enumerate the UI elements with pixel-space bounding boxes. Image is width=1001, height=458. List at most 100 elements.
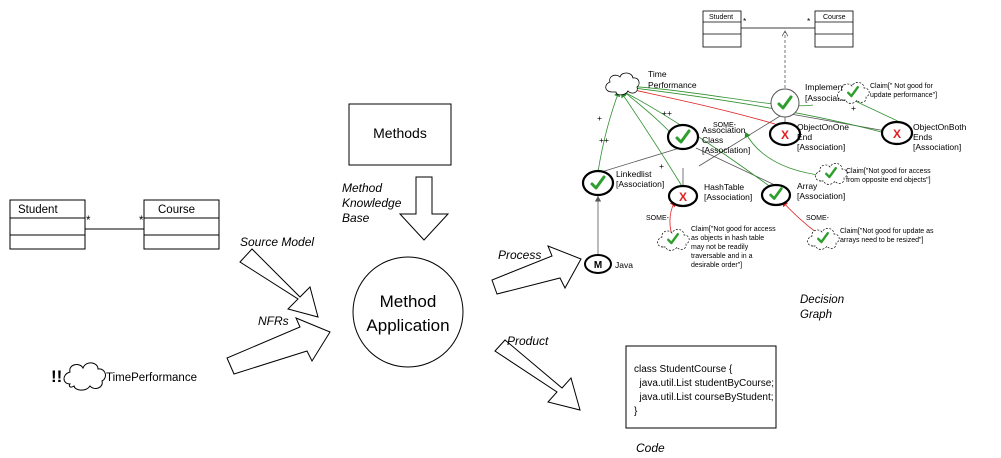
claim2-line-1: Claim["Not good for access (846, 168, 931, 175)
dg-student-class: Student (702, 10, 742, 48)
mkb-line-2: Knowledge (342, 196, 402, 210)
method-app-line-2: Application (366, 316, 449, 335)
code-line-3: java.util.List courseByStudent; (634, 392, 774, 403)
claim1-line-2: update performance"] (870, 92, 937, 99)
contrib-bothends (624, 84, 886, 134)
array-label-2: [Association] (797, 191, 845, 201)
dg-claim-1: Claim[" Not good for update performance"… (837, 82, 937, 104)
student-class-name: Student (18, 204, 58, 216)
claim1-link (846, 94, 907, 126)
nfr-softgoal: !! TimePerformance (51, 362, 197, 391)
contrib-label-some1: SOME- (713, 122, 737, 129)
mkb-line-1: Method (342, 181, 382, 195)
claim3-line-3: may not be readily (691, 244, 749, 251)
dg-implementation-node: Implementation [Association] (770, 82, 863, 118)
code-box: class StudentCourse { java.util.List stu… (625, 345, 777, 429)
link-linkedlist-assoc (597, 146, 684, 174)
contrib-label-pp2: ++ (662, 108, 672, 118)
contrib-hashtable (620, 91, 684, 189)
contrib-label-plus3: + (851, 103, 856, 113)
dg-course-class: Course (814, 10, 854, 48)
claim2-link (744, 131, 827, 177)
dg-hashtable-node: X HashTable [Association] (667, 182, 752, 208)
impl-label-2: [Association] (805, 93, 853, 103)
dg-tp-line-2: Performance (648, 80, 697, 90)
nfr-softgoal-label: TimePerformance (106, 372, 197, 384)
dg-time-performance-softgoal: Time Performance (605, 69, 697, 96)
claim3-line-4: traversable and in a (691, 253, 753, 260)
decision-graph: Student Course * * (581, 10, 967, 321)
dg-mult-b: * (807, 16, 811, 26)
claim1-line-1: Claim[" Not good for (870, 83, 933, 90)
product-arrow (494, 339, 581, 411)
process-arrow (491, 245, 582, 295)
cross-icon: X (781, 128, 789, 142)
java-marker: M (594, 260, 602, 271)
nfr-priority-marks: !! (51, 367, 62, 386)
java-label: Java (615, 260, 633, 270)
contrib-label-plus2: + (659, 161, 664, 171)
source-model-arrow (239, 248, 319, 318)
cross-icon: X (679, 190, 687, 204)
cross-icon: X (893, 127, 901, 141)
contrib-oneend (624, 86, 776, 125)
dg-student-name: Student (709, 14, 733, 21)
course-class-name: Course (158, 204, 195, 216)
course-class-box: Course (143, 199, 220, 250)
dg-claim-4: Claim["Not good for update as arrays nee… (807, 228, 934, 250)
dg-claim-3: Claim["Not good for access as objects in… (657, 226, 776, 269)
oneend-label-1: ObjectOnOne (797, 122, 849, 132)
linkedlist-label-1: Linkedlist (616, 169, 652, 179)
contrib-label-some3: SOME- (806, 215, 830, 222)
claim4-line-2: arrays need to be resized"] (840, 237, 923, 244)
oneend-label-3: [Association] (797, 142, 845, 152)
decision-graph-caption-1: Decision (800, 294, 844, 306)
dg-tp-line-1: Time (648, 69, 667, 79)
contrib-label-some2: SOME- (646, 215, 670, 222)
code-line-2: java.util.List studentByCourse; (634, 378, 774, 389)
bothends-label-2: Ends (913, 132, 932, 142)
code-line-1: class StudentCourse { (634, 364, 733, 375)
dg-object-on-both-ends-node: X ObjectOnBoth Ends [Association] (880, 120, 967, 152)
linkedlist-label-2: [Association] (616, 179, 664, 189)
dg-object-on-one-end-node: X ObjectOnOne End [Association] (768, 121, 849, 152)
contrib-label-pp1: ++ (599, 135, 609, 145)
dg-claim-2: Claim["Not good for access from opposite… (815, 163, 931, 185)
claim2-line-2: from opposite end objects"] (846, 177, 931, 184)
method-application-node: Method Application (352, 256, 464, 368)
dg-array-node: Array [Association] (760, 181, 845, 207)
impl-label-1: Implementation (805, 82, 863, 92)
claim4-line-1: Claim["Not good for update as (840, 228, 934, 235)
multiplicity-student: * (86, 215, 91, 227)
dg-course-name: Course (823, 14, 846, 21)
array-label-1: Array (797, 181, 818, 191)
multiplicity-course: * (139, 215, 144, 227)
link-assocclass-impl (698, 112, 786, 167)
dg-mult-a: * (743, 16, 747, 26)
assocclass-label-3: [Association] (702, 145, 750, 155)
method-app-line-1: Method (380, 292, 437, 311)
student-class-box: Student (9, 199, 86, 250)
code-line-4: } (634, 406, 638, 417)
decision-graph-caption-2: Graph (800, 309, 832, 321)
nfrs-arrow-label: NFRs (258, 314, 289, 328)
contrib-linkedlist (597, 90, 621, 173)
bothends-label-1: ObjectOnBoth (913, 122, 967, 132)
claim3-line-5: desirable order"] (691, 262, 742, 269)
claim3-line-1: Claim["Not good for access (691, 226, 776, 233)
process-arrow-label: Process (498, 248, 541, 262)
softgoal-cloud-icon (63, 362, 106, 391)
methods-box: Methods (348, 103, 452, 166)
link-array-assoc (695, 147, 778, 187)
dg-association-class-node: Association Class [Association] (666, 123, 750, 155)
link-bothends-impl (784, 112, 898, 134)
hashtable-label-1: HashTable (704, 182, 744, 192)
dg-softgoal-cloud-icon (605, 72, 640, 96)
contrib-label-plus1: + (597, 113, 602, 123)
dg-linkedlist-node: Linkedlist [Association] (581, 169, 664, 197)
source-model-uml: Student Course * * (9, 199, 220, 250)
kb-down-arrow (398, 176, 450, 241)
bothends-label-3: [Association] (913, 142, 961, 152)
product-arrow-label: Product (507, 334, 549, 348)
